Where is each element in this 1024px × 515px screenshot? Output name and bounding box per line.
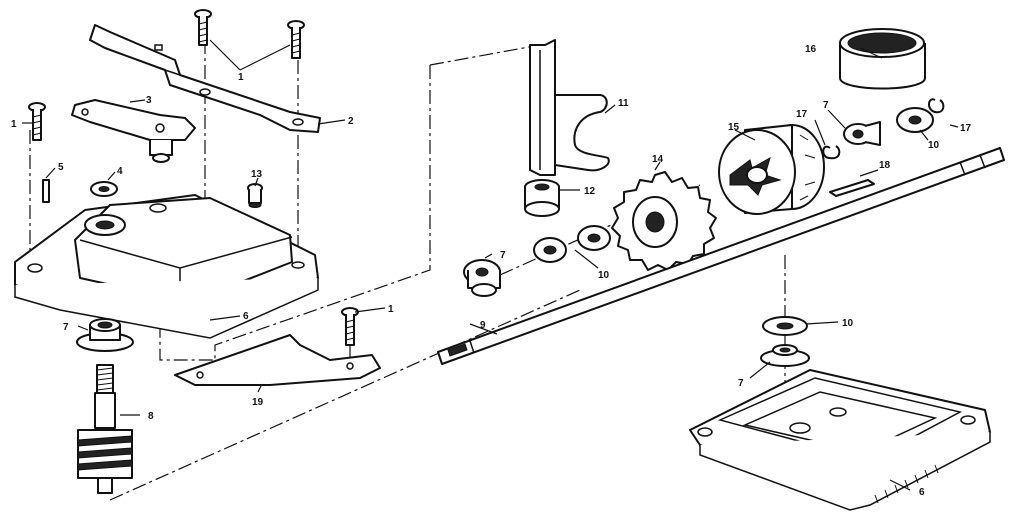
plate-part-19[interactable]	[174, 334, 381, 386]
e-clip-part-17-right[interactable]	[928, 98, 945, 114]
washer-part-10-lower[interactable]	[762, 316, 808, 336]
housing-base-part-6[interactable]	[689, 369, 991, 511]
lever-arm-part-3[interactable]	[71, 99, 196, 163]
callout-6-left: 6	[243, 311, 249, 322]
screw-part-1-left[interactable]	[28, 102, 46, 141]
screw-part-1-top-right[interactable]	[287, 20, 305, 59]
callout-1-left: 1	[11, 119, 17, 130]
callout-8: 8	[148, 411, 154, 422]
main-shaft-part-9[interactable]	[437, 147, 1005, 365]
housing-cover[interactable]	[14, 194, 319, 339]
callout-13: 13	[251, 169, 263, 180]
callout-5: 5	[58, 162, 64, 173]
pin-part-5[interactable]	[42, 179, 50, 203]
grommet-part-13[interactable]	[247, 183, 263, 208]
callout-17-right: 17	[960, 123, 972, 134]
callout-11: 11	[618, 98, 629, 109]
callout-labels: 1 1 1 2 3 4 5 6 6 7 7 7 7 8 9 10 10 10 1…	[11, 44, 972, 498]
screw-part-1-middle[interactable]	[341, 307, 359, 346]
collar-part-12[interactable]	[524, 179, 560, 217]
worm-shaft-part-8[interactable]	[77, 364, 133, 494]
callout-6-right: 6	[919, 487, 925, 498]
washer-part-10-middle-a[interactable]	[533, 237, 567, 263]
cap-part-16[interactable]	[839, 28, 926, 90]
shift-fork-part-11[interactable]	[529, 39, 610, 176]
callout-10-middle: 10	[598, 270, 610, 281]
callout-4: 4	[117, 166, 123, 177]
callout-1-middle: 1	[388, 304, 394, 315]
bushing-part-7-left[interactable]	[76, 318, 134, 352]
clutch-drum-part-15[interactable]	[718, 124, 825, 215]
bushing-part-7-lower[interactable]	[760, 344, 810, 367]
callout-17-left: 17	[796, 109, 808, 120]
callout-10-upper: 10	[928, 140, 940, 151]
leader-lines	[22, 39, 959, 491]
e-clip-part-17-left[interactable]	[822, 145, 841, 160]
top-bracket-part-2[interactable]	[89, 24, 321, 133]
callout-7-left: 7	[63, 322, 69, 333]
washer-part-10-middle-b[interactable]	[577, 225, 611, 251]
bushing-part-7-upper[interactable]	[843, 121, 881, 146]
callout-14: 14	[652, 154, 664, 165]
callout-19: 19	[252, 397, 264, 408]
bushing-part-7-middle[interactable]	[463, 259, 501, 297]
callout-16: 16	[805, 44, 817, 55]
washer-part-4[interactable]	[90, 181, 118, 197]
callout-10-lower: 10	[842, 318, 854, 329]
callout-12: 12	[584, 186, 596, 197]
gear-part-14[interactable]	[611, 171, 717, 271]
screw-part-1-top-left[interactable]	[194, 9, 212, 46]
callout-9: 9	[480, 320, 486, 331]
key-part-18[interactable]	[829, 179, 875, 197]
washer-part-10-upper[interactable]	[896, 107, 934, 133]
callout-7-upper: 7	[823, 100, 829, 111]
callout-3: 3	[146, 95, 152, 106]
callout-18: 18	[879, 160, 891, 171]
callout-15: 15	[728, 122, 740, 133]
callout-7-lower: 7	[738, 378, 744, 389]
callout-1-top: 1	[238, 72, 244, 83]
callout-7-middle: 7	[500, 250, 506, 261]
callout-2: 2	[348, 116, 354, 127]
